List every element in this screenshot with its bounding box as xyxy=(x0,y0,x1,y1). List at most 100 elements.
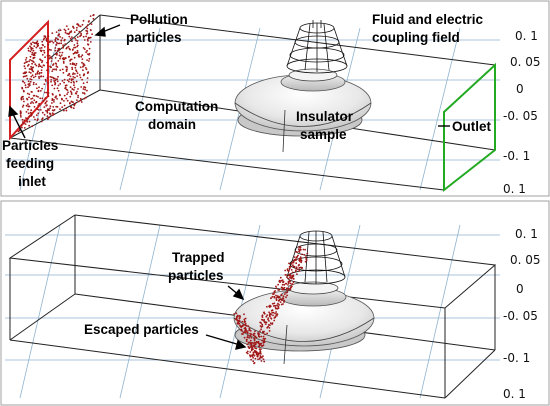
particle-dot xyxy=(291,275,293,278)
particle-dot xyxy=(250,337,253,339)
particle-dot xyxy=(19,112,22,114)
particle-dot xyxy=(76,26,78,29)
particle-dot xyxy=(73,63,76,65)
particle-dot xyxy=(272,293,275,295)
particle-dot xyxy=(70,105,72,108)
particle-dot xyxy=(289,273,292,275)
particle-dot xyxy=(258,348,261,350)
particle-dot xyxy=(37,118,39,120)
top-annotation-arrows xyxy=(8,24,450,139)
particle-dot xyxy=(262,311,265,314)
particle-dot xyxy=(73,104,76,107)
particle-dot xyxy=(76,23,79,25)
particle-dot xyxy=(57,84,60,87)
particle-dot xyxy=(31,51,34,54)
particle-dot xyxy=(80,55,83,58)
particle-dot xyxy=(246,343,249,346)
particle-dot xyxy=(260,322,263,324)
particle-dot xyxy=(23,65,26,68)
particle-dot xyxy=(289,276,291,279)
trapped-particles-label: Trapped particles xyxy=(168,250,228,283)
particle-dot xyxy=(72,78,74,81)
particle-dot xyxy=(67,91,69,94)
particle-dot xyxy=(299,248,302,251)
particle-dot xyxy=(72,48,74,51)
particle-dot xyxy=(256,352,259,354)
particle-dot xyxy=(39,109,42,111)
particle-dot xyxy=(266,332,268,335)
particle-dot xyxy=(243,313,245,316)
particle-dot xyxy=(71,36,73,38)
particle-dot xyxy=(69,37,72,40)
particle-dot xyxy=(275,307,277,310)
particle-dot xyxy=(244,322,247,325)
particle-dot xyxy=(26,92,29,95)
particle-dot xyxy=(70,91,73,94)
particle-dot xyxy=(45,91,48,94)
particle-dot xyxy=(301,267,303,270)
particle-dot xyxy=(233,313,236,315)
particle-dot xyxy=(82,62,85,65)
particle-dot xyxy=(49,65,51,68)
particle-dot xyxy=(46,115,49,118)
particle-dot xyxy=(33,116,35,118)
particle-dot xyxy=(73,44,76,46)
particle-dot xyxy=(87,43,89,46)
particle-dot xyxy=(51,70,54,72)
particle-dot xyxy=(260,360,263,362)
particle-dot xyxy=(250,345,252,348)
particle-dot xyxy=(51,98,54,100)
particle-dot xyxy=(45,109,47,112)
particle-dot xyxy=(29,58,32,61)
particle-dot xyxy=(59,108,61,111)
particle-dot xyxy=(252,342,255,345)
particle-dot xyxy=(63,28,66,31)
particle-dot xyxy=(253,332,255,335)
particle-dot xyxy=(46,104,48,106)
particle-dot xyxy=(79,97,82,100)
particle-dot xyxy=(38,86,40,89)
particle-dot xyxy=(62,47,64,49)
particle-dot xyxy=(261,356,263,359)
particle-dot xyxy=(25,57,28,59)
particle-dot xyxy=(74,76,76,79)
particle-dot xyxy=(54,38,57,41)
tick-label: -0. 05 xyxy=(503,309,538,323)
particle-dot xyxy=(268,327,271,329)
particle-dot xyxy=(287,270,290,272)
particle-dot xyxy=(298,269,301,272)
particle-dot xyxy=(56,66,59,68)
particle-dot xyxy=(23,122,25,125)
particle-dot xyxy=(31,53,33,56)
particle-dot xyxy=(72,25,74,28)
tick-label: -0. 1 xyxy=(503,149,530,163)
particle-dot xyxy=(249,330,252,332)
particle-dot xyxy=(75,39,77,41)
particle-dot xyxy=(47,43,50,46)
particle-dot xyxy=(38,102,41,105)
particle-dot xyxy=(64,86,67,89)
particle-dot xyxy=(259,351,261,354)
particle-dot xyxy=(85,26,88,28)
particle-dot xyxy=(303,254,306,256)
particle-dot xyxy=(69,86,72,89)
particle-dot xyxy=(286,276,288,278)
particle-dot xyxy=(41,87,43,90)
particle-dot xyxy=(81,58,84,60)
particle-dot xyxy=(267,317,270,319)
particle-dot xyxy=(37,96,39,98)
particle-dot xyxy=(247,334,249,337)
particle-dot xyxy=(50,56,52,59)
particle-dot xyxy=(40,71,43,74)
particle-dot xyxy=(57,60,60,62)
particle-dot xyxy=(244,324,247,327)
particle-dot xyxy=(276,295,279,297)
particle-dot xyxy=(31,91,33,93)
particle-dot xyxy=(59,55,62,58)
particle-dot xyxy=(22,98,25,100)
particle-dot xyxy=(23,90,25,93)
particle-dot xyxy=(24,86,27,89)
particle-dot xyxy=(66,32,68,35)
insulator-wire-cage-top xyxy=(286,20,348,74)
particle-dot xyxy=(73,46,75,49)
